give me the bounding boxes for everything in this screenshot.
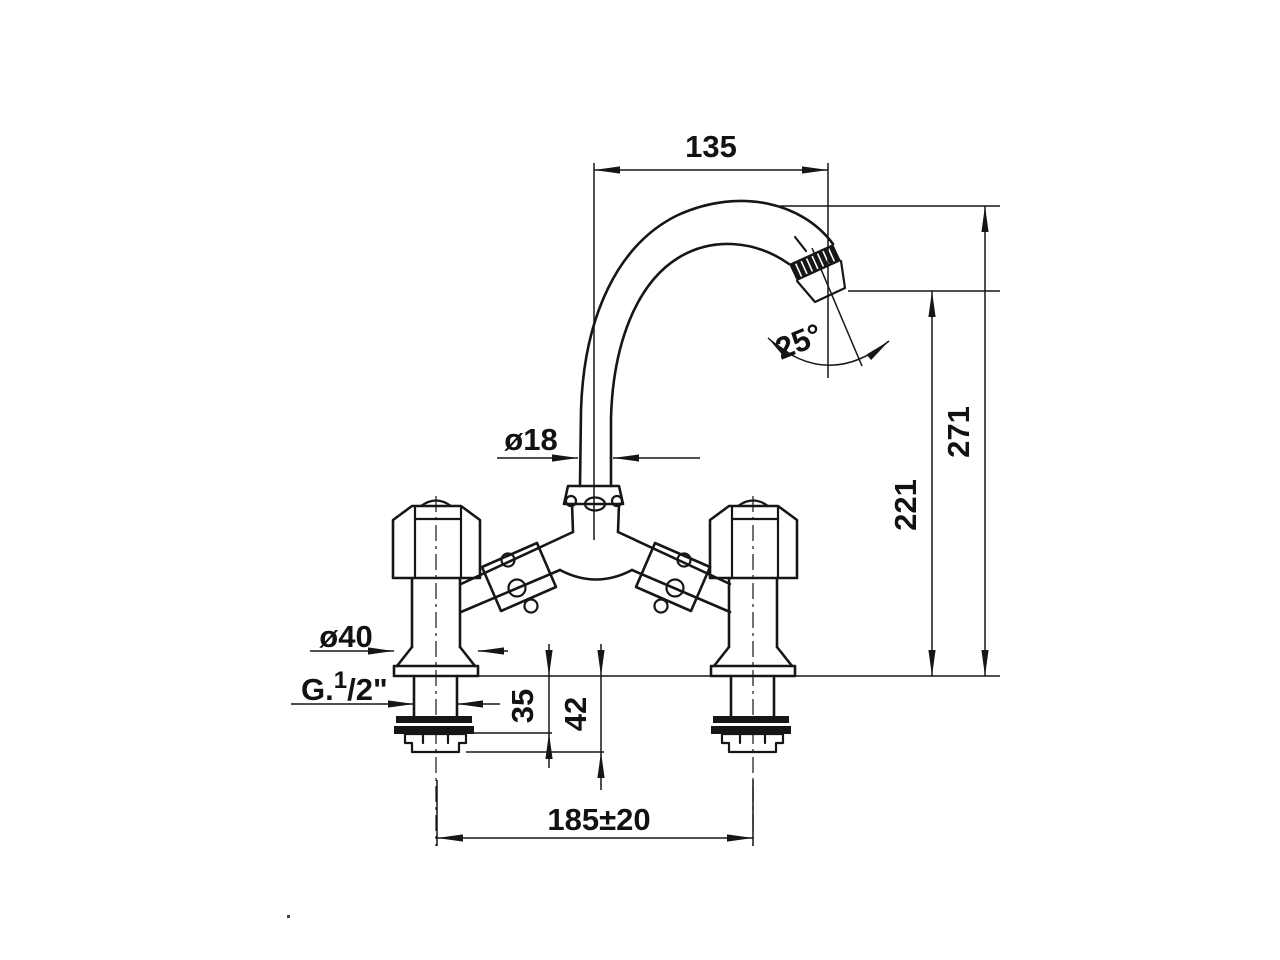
dim-spout-reach-label: 135 <box>685 129 737 164</box>
right-locknut <box>720 732 785 754</box>
dim-thread: G.1/2" <box>291 667 500 708</box>
right-handle <box>708 499 799 580</box>
right-washer-bottom <box>711 726 791 734</box>
right-coupling-nut <box>634 541 712 613</box>
left-coupling-nut <box>480 541 558 613</box>
dim-deck-outer: 42 <box>466 644 605 790</box>
dim-total-height: 271 <box>780 205 1000 676</box>
dim-hole-centres-label: 185±20 <box>547 802 650 837</box>
faucet-body <box>391 199 1000 846</box>
dim-hole-centres: 185±20 <box>436 780 754 846</box>
dim-spout-dia-label: ø18 <box>504 422 557 457</box>
dim-deck-inner-label: 35 <box>505 689 540 723</box>
dim-outlet-height-label: 221 <box>888 479 923 531</box>
left-washer-top <box>396 716 472 723</box>
aerator <box>789 244 847 304</box>
dim-flange-dia-label: ø40 <box>319 619 372 654</box>
left-pillar <box>392 496 480 846</box>
dim-deck-outer-label: 42 <box>558 697 593 731</box>
dim-deck-inner: 35 <box>474 644 553 768</box>
dimensions: 135 25° ø18 221 271 <box>291 129 1000 846</box>
left-locknut <box>403 732 468 754</box>
center-body <box>562 484 625 534</box>
stray-dot <box>287 915 290 918</box>
dim-thread-label: G.1/2" <box>301 667 388 707</box>
spout-detail-line <box>793 235 808 253</box>
right-washer-top <box>713 716 789 723</box>
spout-collar <box>562 484 625 512</box>
bridge-arms <box>459 530 732 614</box>
dim-total-height-label: 271 <box>941 406 976 458</box>
aerator-outlet <box>795 259 847 304</box>
dim-outlet-height: 221 <box>848 290 1000 676</box>
dim-spout-angle-label: 25° <box>771 317 828 367</box>
dim-spout-dia: ø18 <box>497 422 700 462</box>
dim-flange-dia: ø40 <box>310 619 508 655</box>
left-washer-bottom <box>394 726 474 734</box>
